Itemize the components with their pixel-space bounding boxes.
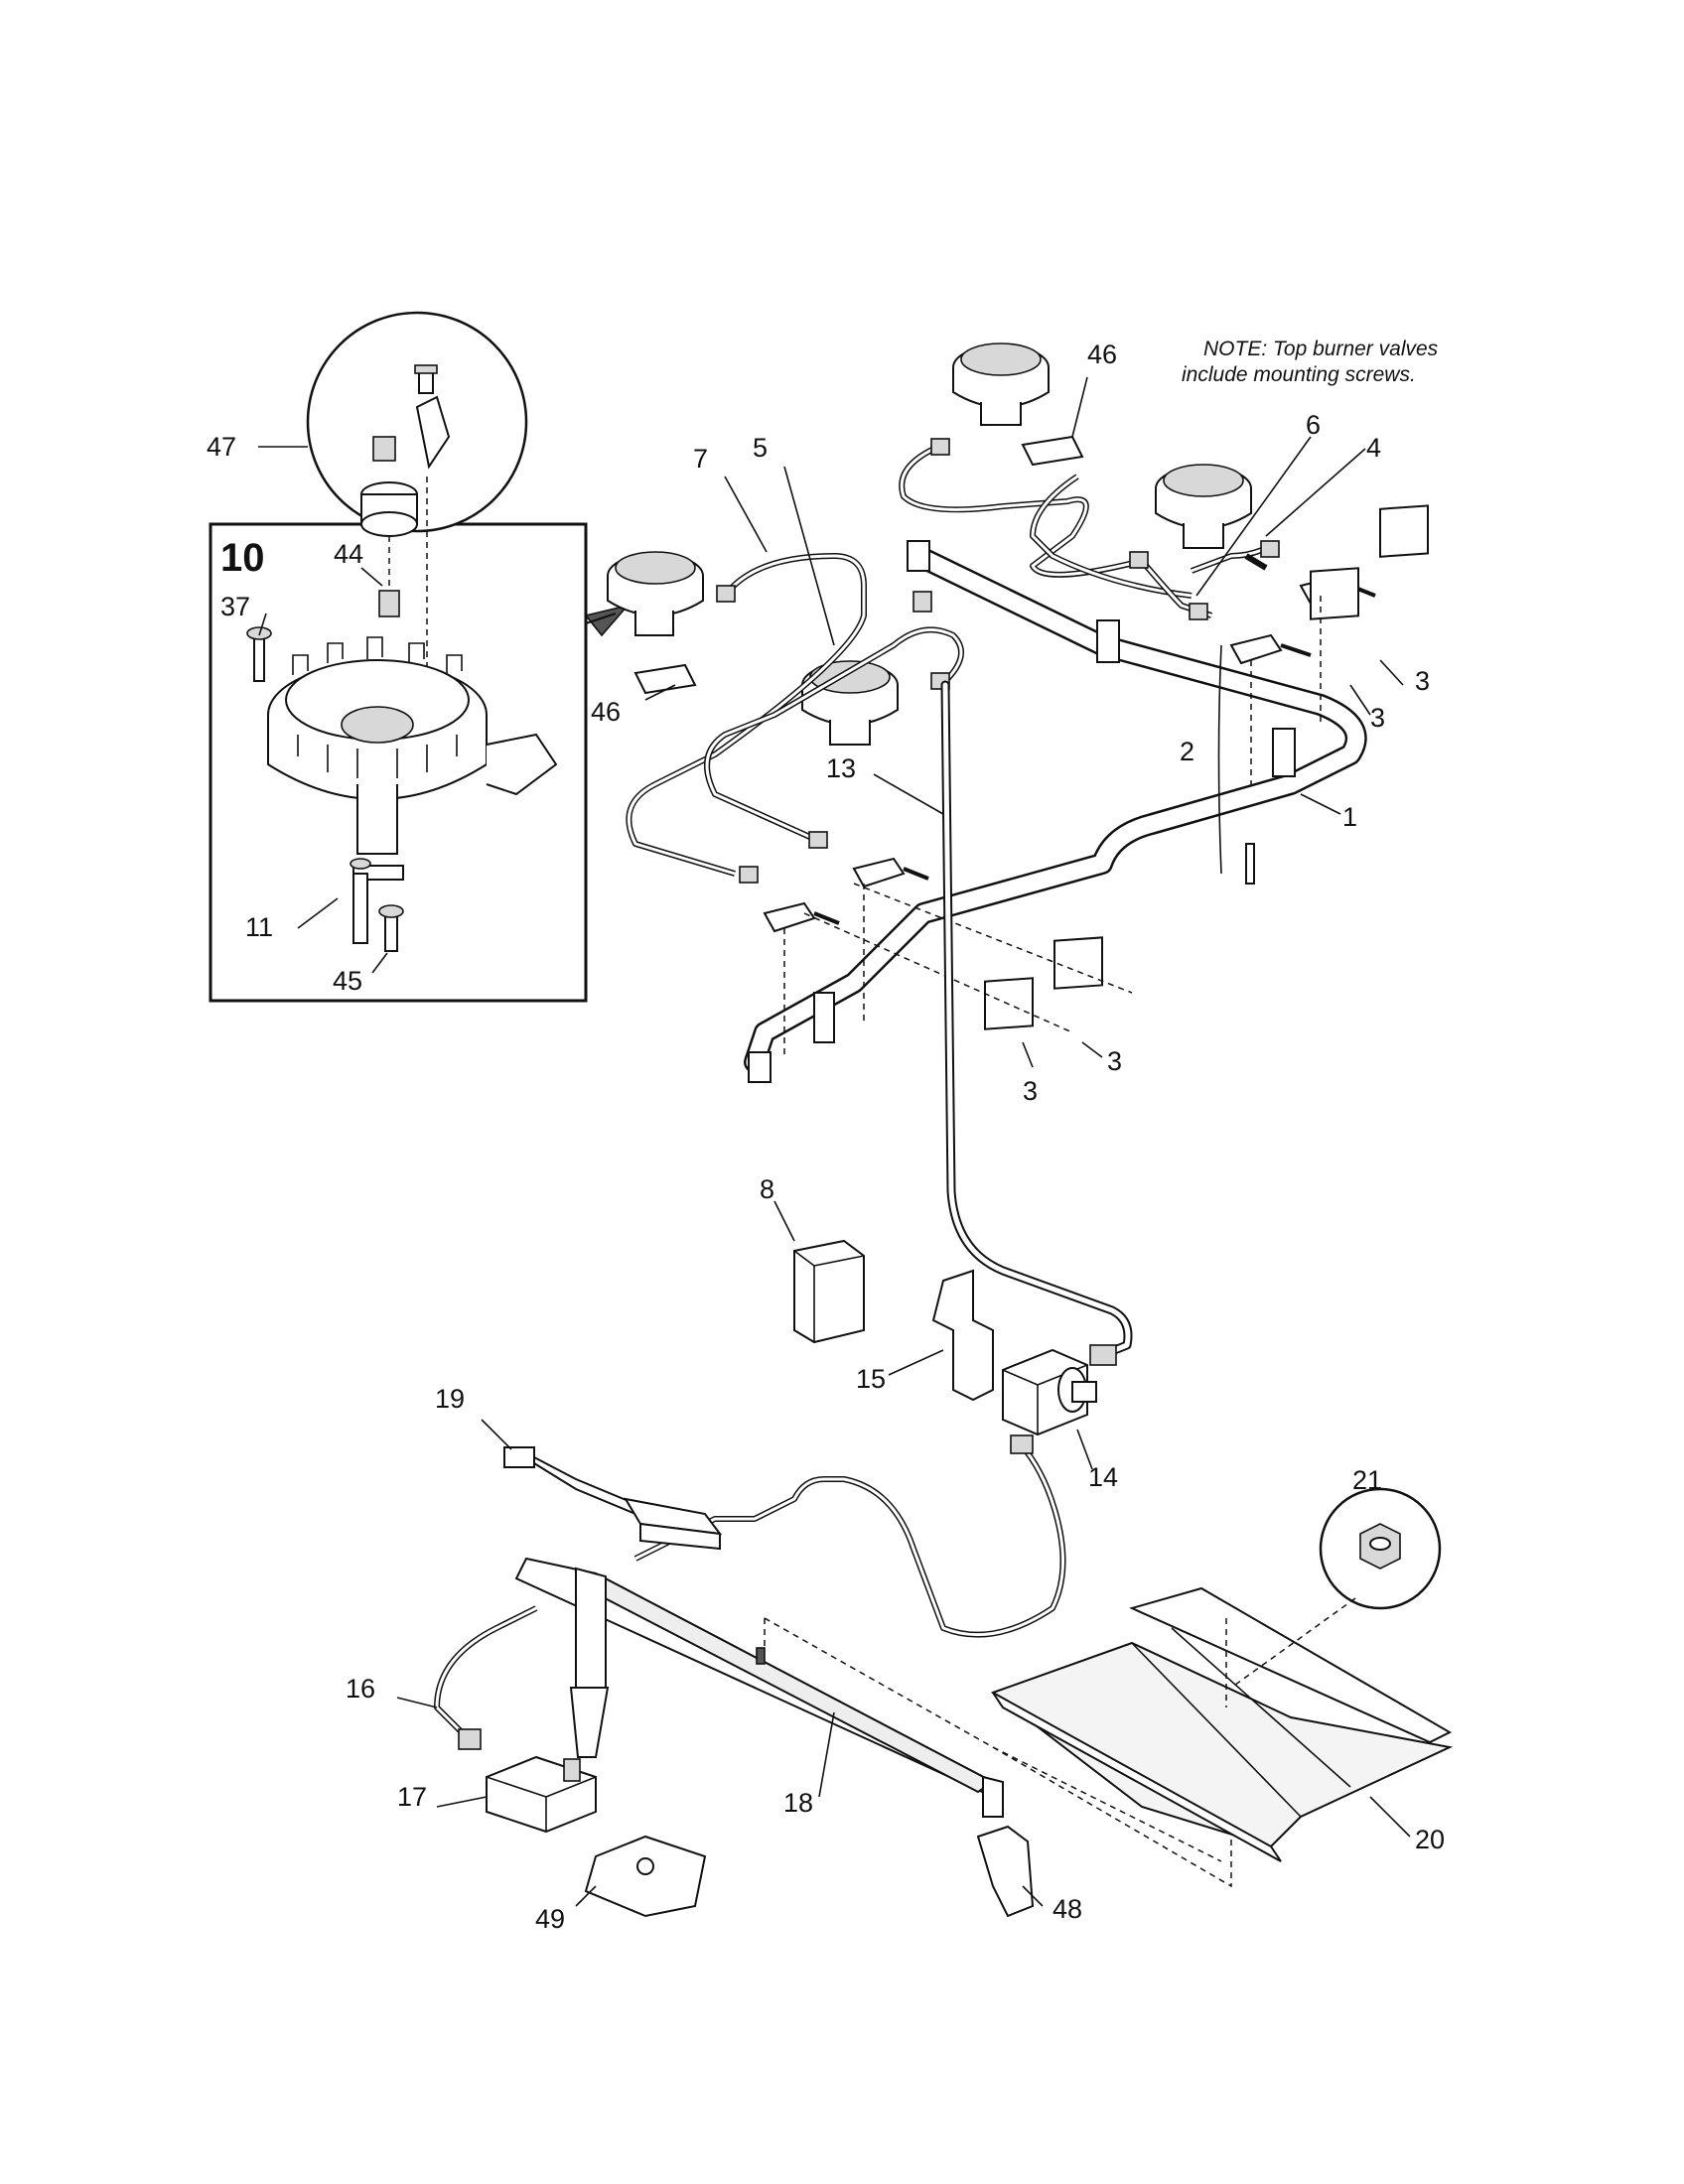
bracket-46-lower: [633, 663, 697, 695]
callout-6: 6: [1306, 410, 1321, 440]
pressure-regulator: [1002, 1348, 1097, 1436]
oven-igniter: [503, 1446, 723, 1551]
inset-label: 10: [220, 536, 265, 580]
callout-1: 1: [1342, 802, 1357, 832]
callout-labels: 47 44 37 11 45 7 5 46 6 4 46 13 2 1 3 3 …: [207, 340, 1445, 1934]
top-burner-right: [1155, 464, 1252, 549]
ignitor-module-8: [793, 1239, 865, 1344]
callout-46-top: 46: [1087, 340, 1117, 369]
top-burner-rear-left: [607, 551, 704, 636]
tube-fittings: [716, 438, 1280, 884]
callout-48: 48: [1052, 1894, 1082, 1924]
orifice-spud: [372, 436, 396, 462]
callout-7: 7: [693, 444, 708, 474]
callout-47: 47: [207, 432, 236, 462]
callout-45: 45: [333, 966, 362, 996]
oven-safety-valve: [486, 1755, 597, 1834]
callout-46-left: 46: [591, 697, 621, 727]
main-supply-tube: [940, 680, 1133, 1366]
callout-2: 2: [1180, 737, 1194, 766]
callout-3-a: 3: [1415, 666, 1430, 696]
mounting-screw-37: [253, 634, 265, 682]
pilot-tube: [434, 1605, 538, 1740]
manifold-pipe: [744, 540, 1367, 1083]
top-burner-rear-center: [952, 342, 1050, 426]
callout-20: 20: [1415, 1825, 1445, 1854]
heat-shield-baffle: [990, 1586, 1454, 1862]
callout-49: 49: [535, 1904, 565, 1934]
callout-19: 19: [435, 1384, 465, 1414]
bracket-46-upper: [1021, 435, 1084, 467]
inset-pointer-arrow: [584, 604, 631, 637]
burner-head: [267, 636, 558, 855]
callout-37: 37: [220, 592, 250, 621]
callout-11: 11: [245, 912, 273, 942]
oven-supply-tube: [633, 1434, 1066, 1638]
callout-3-b: 3: [1370, 703, 1385, 733]
note-text: NOTE: Top burner valves include mounting…: [1182, 338, 1439, 386]
note-line-2: include mounting screws.: [1182, 363, 1416, 386]
callout-4: 4: [1366, 433, 1381, 463]
leader-lines: [258, 376, 1411, 1907]
callout-14: 14: [1088, 1462, 1118, 1492]
mounting-pads: [984, 504, 1429, 1030]
callout-13: 13: [826, 753, 856, 783]
note-line-1: NOTE: Top burner valves: [1203, 338, 1439, 360]
callout-21: 21: [1352, 1465, 1382, 1495]
callout-16: 16: [346, 1674, 375, 1704]
callout-18: 18: [783, 1788, 813, 1818]
burner-detail-inset: 10: [209, 311, 631, 1003]
nut-detail-21: [1230, 1487, 1442, 1689]
callout-3-d: 3: [1107, 1046, 1122, 1076]
mounting-screw-45: [384, 912, 398, 952]
callout-3-c: 3: [1023, 1076, 1038, 1106]
callout-5: 5: [753, 433, 768, 463]
callout-44: 44: [334, 539, 363, 569]
clip: [415, 395, 451, 470]
orifice-fitting: [378, 590, 400, 617]
callout-8: 8: [760, 1174, 774, 1204]
bracket-48: [976, 1825, 1035, 1918]
bracket-15: [931, 1269, 994, 1402]
callout-17: 17: [397, 1782, 427, 1812]
igniter-electrode: [350, 858, 404, 944]
oven-burner-tube: [514, 1557, 1004, 1818]
bracket-49: [584, 1835, 707, 1918]
screw-2: [1245, 843, 1255, 885]
callout-15: 15: [856, 1364, 886, 1394]
orifice-detail-circle: [306, 311, 528, 533]
burner-tubes: [626, 444, 1273, 877]
